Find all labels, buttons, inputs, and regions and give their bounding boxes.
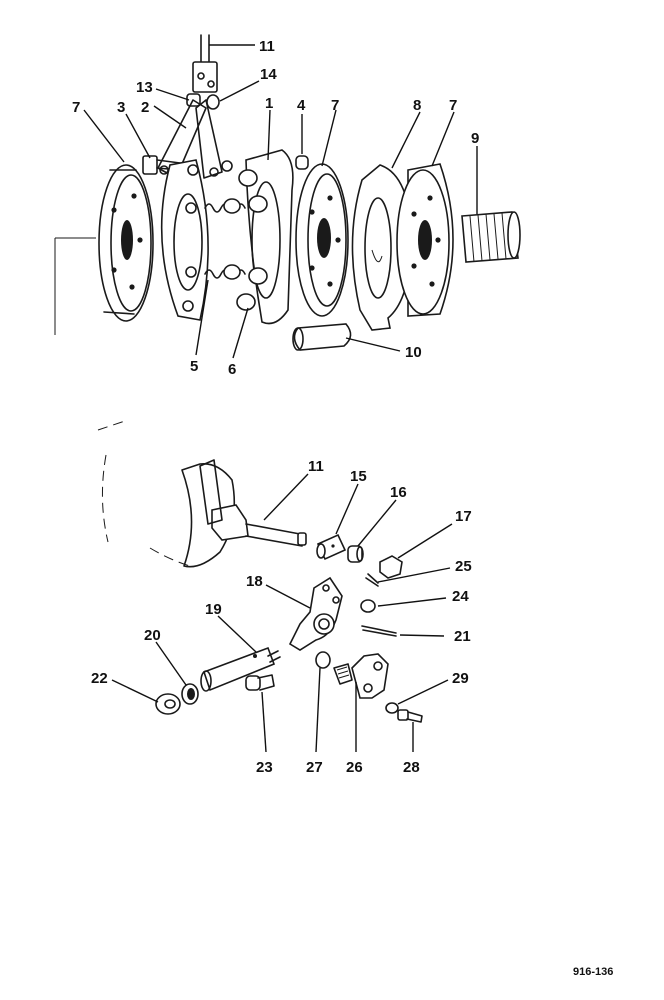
callout-7-right: 7 [449,97,457,114]
dowel-pin [292,323,352,351]
actuator-rod-bottom [199,459,307,547]
leader-6 [232,307,249,359]
leader-24 [377,597,447,607]
callout-1: 1 [265,95,273,112]
callout-10: 10 [405,344,422,361]
callout-26: 26 [346,759,363,776]
leader-14 [219,80,260,102]
leader-17 [397,523,453,559]
seal [181,683,199,705]
shoulder-bolt [245,674,275,691]
brake-disc-left [98,164,154,322]
callout-3: 3 [117,99,125,116]
actuator-rod-top [186,34,220,110]
leader-21 [399,634,445,637]
callout-23: 23 [256,759,273,776]
callout-27: 27 [306,759,323,776]
bushing [347,545,364,563]
callout-20: 20 [144,627,161,644]
leader-22 [111,679,159,703]
leader-13 [155,88,190,101]
callout-29: 29 [452,670,469,687]
callout-15: 15 [350,468,367,485]
leader-8 [391,111,421,169]
callout-11-top: 11 [259,38,275,55]
capscrew [397,709,423,723]
leader-10 [345,337,401,352]
callout-24: 24 [452,588,469,605]
leader-16 [357,499,397,547]
actuator-plate [160,159,209,321]
callout-7-left: 7 [72,99,80,116]
callout-14: 14 [260,66,277,83]
cover-plate [333,653,389,699]
callout-17: 17 [455,508,472,525]
callout-25: 25 [455,558,472,575]
callout-5: 5 [190,358,198,375]
splined-shaft [461,211,521,263]
upper-brake-assembly [54,34,521,359]
leader-19 [217,615,257,653]
leader-25 [377,567,451,583]
cross-shaft [200,646,281,692]
washer-large [155,693,181,715]
leader-23 [261,691,267,753]
leader-2 [153,105,187,129]
roll-pin [361,625,397,637]
callout-7-middle: 7 [331,97,339,114]
cotter-pin [365,573,379,587]
lower-linkage-assembly [97,419,453,753]
leader-3 [125,113,151,159]
callout-13: 13 [136,79,153,96]
leader-20 [155,641,187,686]
housing-casting [181,463,236,568]
clevis-pin [316,533,347,561]
lock-washer [385,702,399,714]
callout-21: 21 [454,628,471,645]
leader-7c [431,111,455,167]
bellcrank [288,576,343,651]
callout-19: 19 [205,601,222,618]
leader-15 [335,483,359,535]
ball [295,155,309,170]
leader-1 [267,109,271,161]
callout-28: 28 [403,759,420,776]
actuator-housing [223,149,294,325]
leader-5 [195,279,209,356]
leader-29 [397,679,449,705]
brake-disc-right [396,163,454,317]
figure-code: 916-136 [573,966,613,978]
brake-disc-middle [295,163,349,317]
callout-6: 6 [228,361,236,378]
washer-small [360,599,376,613]
housing-outline [97,419,191,567]
callout-18: 18 [246,573,263,590]
callout-22: 22 [91,670,108,687]
leader-18 [265,584,311,609]
return-springs [204,203,246,279]
leader-11-bottom [263,473,309,521]
leader-7b [321,109,337,167]
callout-4: 4 [297,97,306,114]
callout-9: 9 [471,130,479,147]
centre-line [54,237,96,335]
leader-7a [83,109,125,163]
callout-8: 8 [413,97,421,114]
callout-labels: 11 13 14 2 1 4 7 3 7 8 7 9 10 5 6 11 15 … [72,38,613,978]
callout-11-bottom: 11 [308,458,324,475]
nut [379,555,403,579]
separator-plate [351,164,413,331]
callout-2: 2 [141,99,149,116]
leader-27 [315,667,321,753]
o-ring [315,651,331,669]
callout-16: 16 [390,484,407,501]
